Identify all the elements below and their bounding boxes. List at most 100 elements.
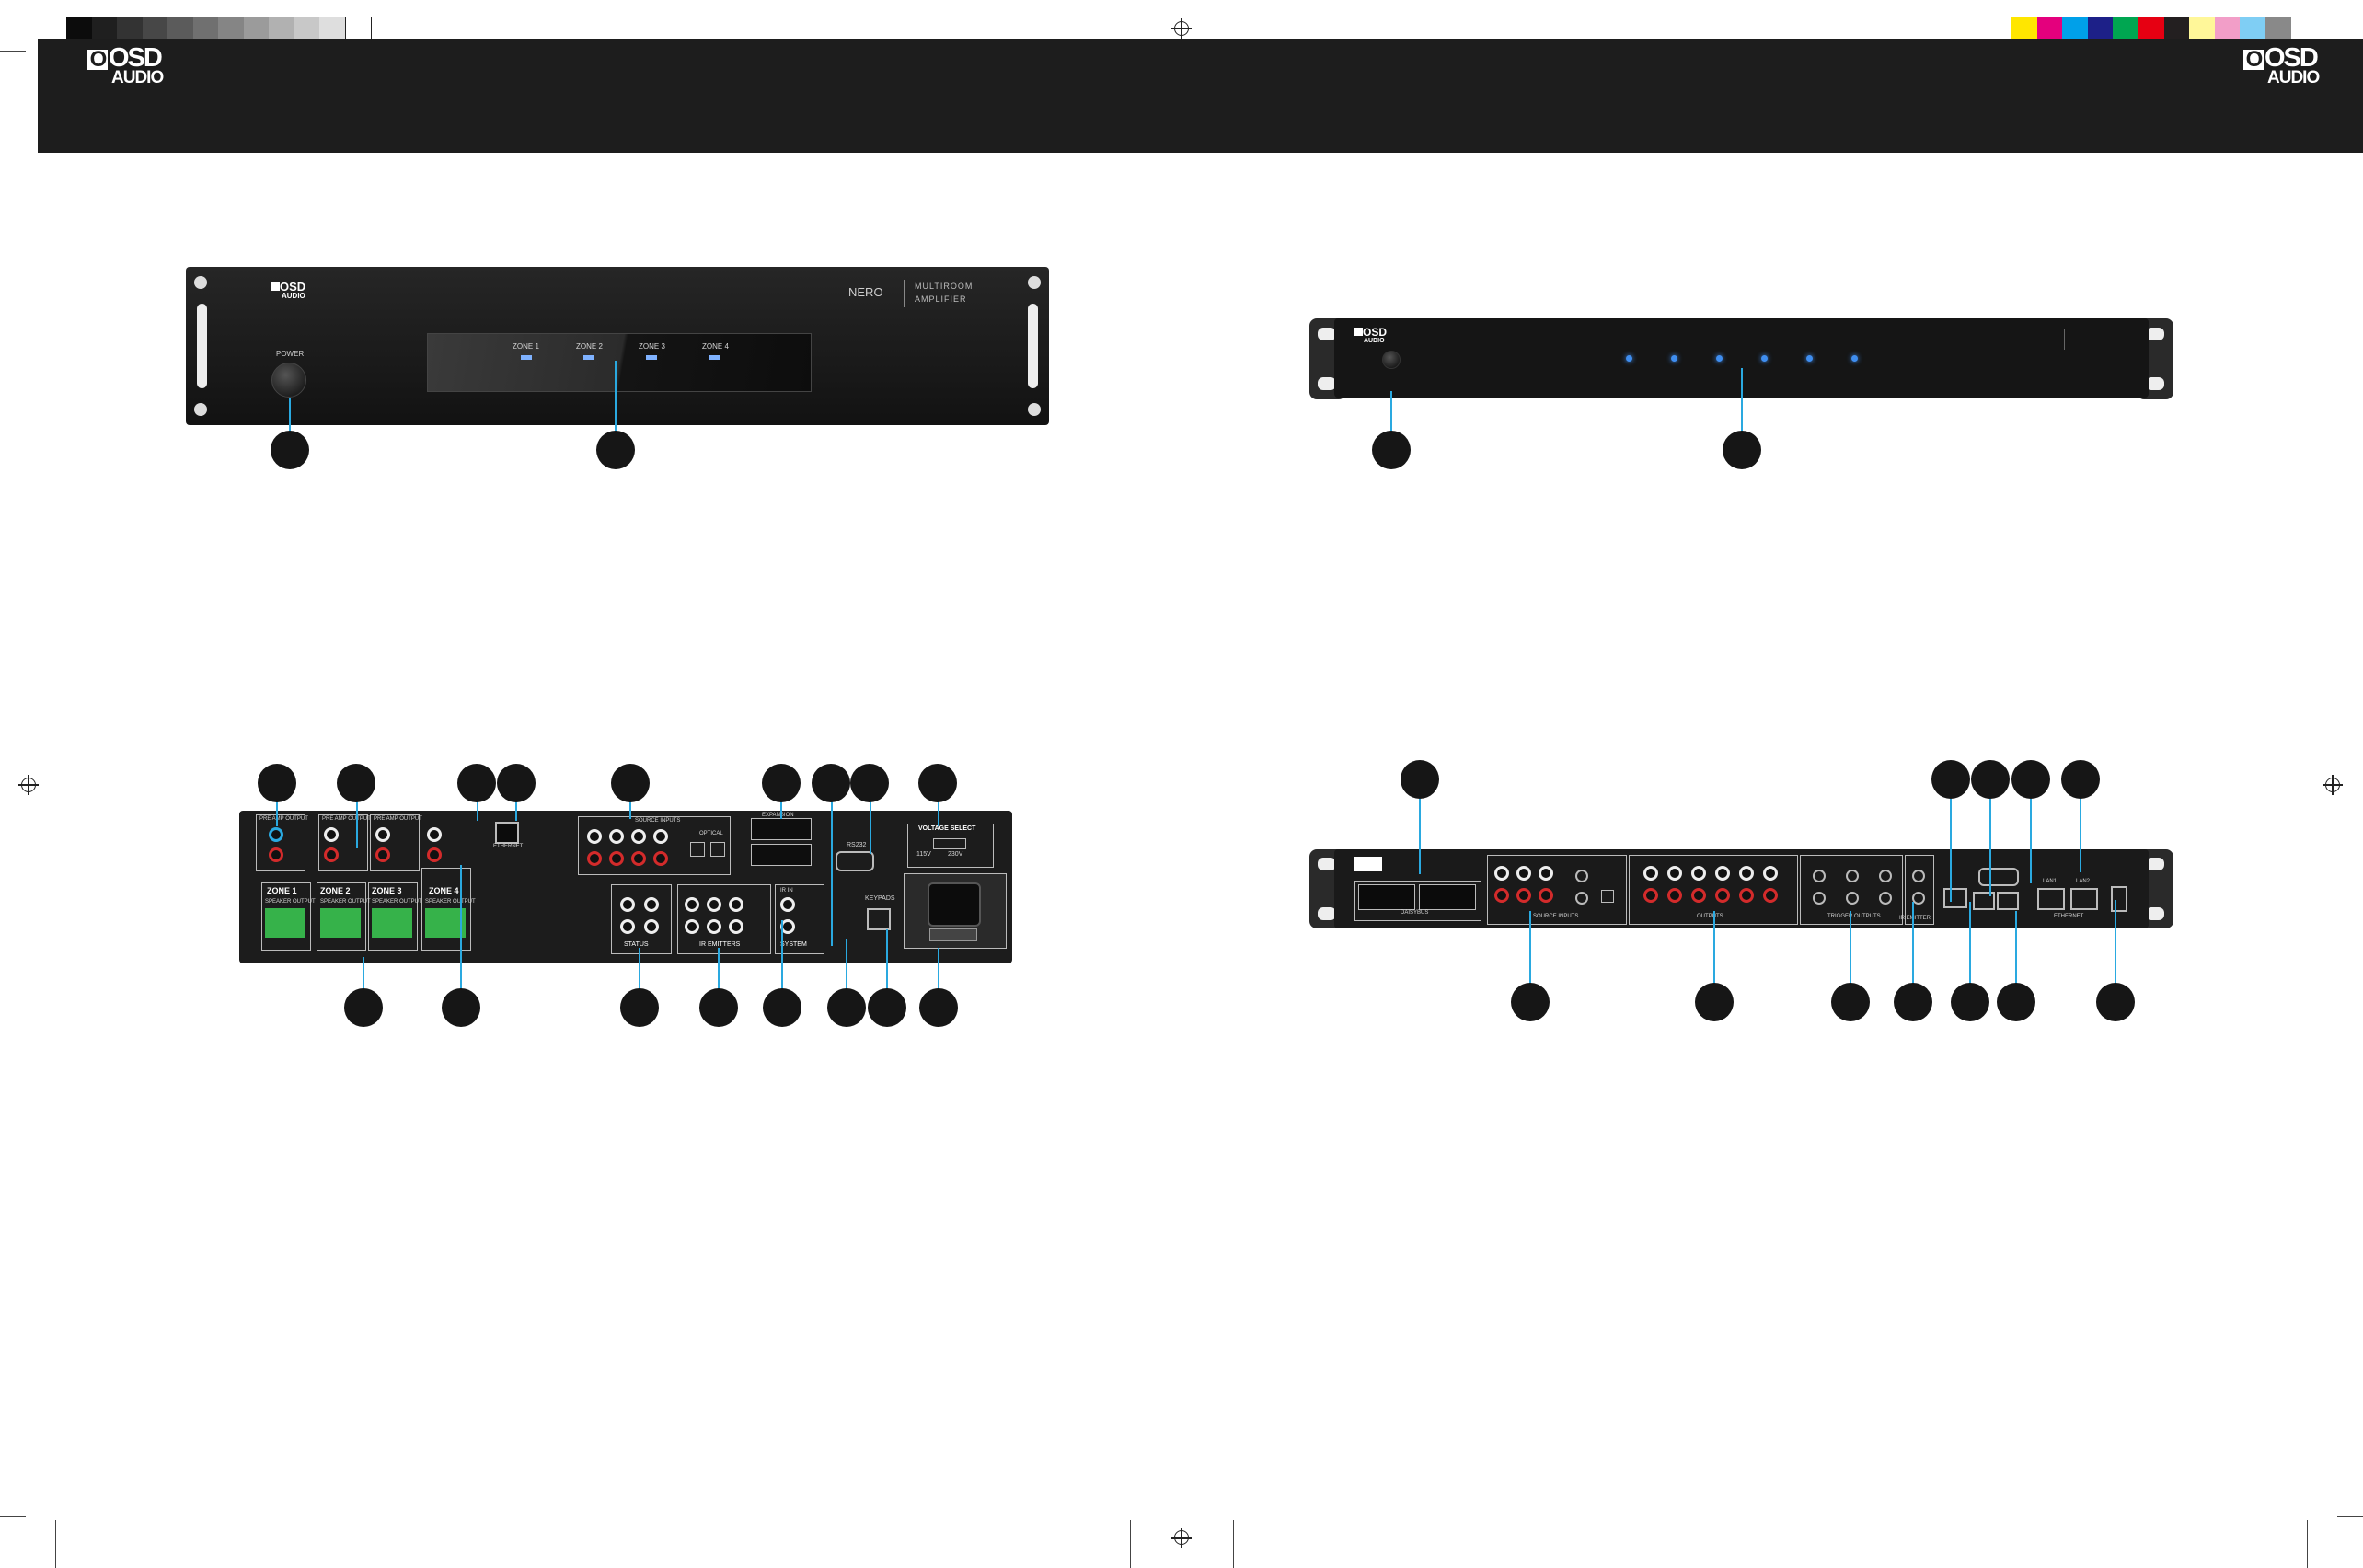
output-rca-right[interactable] (1667, 888, 1682, 903)
speaker-terminal-block[interactable] (265, 908, 305, 938)
logo-mark-icon: O (2243, 49, 2264, 71)
speaker-terminal-block[interactable] (425, 908, 466, 938)
trigger-jack[interactable] (1813, 892, 1826, 905)
pre-amp-rca-right[interactable] (427, 847, 442, 862)
trigger-jack[interactable] (1879, 870, 1892, 882)
trigger-jack[interactable] (1846, 892, 1859, 905)
ir-in-jack[interactable] (780, 897, 795, 912)
output-rca-right[interactable] (1715, 888, 1730, 903)
dc-power-jack[interactable] (2111, 886, 2127, 912)
source-rca-right[interactable] (587, 851, 602, 866)
speaker-output-label: SPEAKER OUTPUT (265, 899, 316, 905)
ir-emitter-jack[interactable] (729, 897, 743, 912)
ir-emitter-jack[interactable] (1912, 892, 1925, 905)
coax-jack[interactable] (1575, 892, 1588, 905)
trigger-jack[interactable] (1813, 870, 1826, 882)
output-rca-left[interactable] (1715, 866, 1730, 881)
speaker-terminal-block[interactable] (320, 908, 361, 938)
output-rca-right[interactable] (1691, 888, 1706, 903)
zone-speaker-box (261, 882, 311, 951)
lan2-port[interactable] (2070, 888, 2098, 910)
source-rca-left[interactable] (631, 829, 646, 844)
trigger-jack[interactable] (1846, 870, 1859, 882)
daisybus-port[interactable] (1419, 884, 1476, 910)
source-rca-left[interactable] (1516, 866, 1531, 881)
output-rca-right[interactable] (1643, 888, 1658, 903)
zone-2-label: ZONE 2 (576, 342, 603, 351)
output-rca-right[interactable] (1739, 888, 1754, 903)
output-rca-left[interactable] (1643, 866, 1658, 881)
lan1-port[interactable] (2037, 888, 2065, 910)
ethernet-port-small[interactable] (1973, 892, 1995, 910)
status-jack[interactable] (620, 897, 635, 912)
ethernet-port-small[interactable] (1997, 892, 2019, 910)
pre-amp-rca-right[interactable] (375, 847, 390, 862)
optical-port[interactable] (1601, 890, 1614, 903)
ir-emitter-jack[interactable] (729, 919, 743, 934)
ir-emitter-jack[interactable] (1912, 870, 1925, 882)
pre-amp-rca-left[interactable] (324, 827, 339, 842)
source-rca-right[interactable] (1494, 888, 1509, 903)
coax-jack[interactable] (1575, 870, 1588, 882)
pre-amp-rca-left[interactable] (427, 827, 442, 842)
source-rca-right[interactable] (1539, 888, 1553, 903)
pre-amp-rca-right[interactable] (324, 847, 339, 862)
source-rca-left[interactable] (587, 829, 602, 844)
pre-amp-rca-left[interactable] (269, 827, 283, 842)
output-rca-left[interactable] (1739, 866, 1754, 881)
keypads-port[interactable] (867, 908, 891, 930)
daisybus-port[interactable] (1358, 884, 1415, 910)
voltage-select-switch[interactable] (933, 838, 966, 849)
callout-leader (356, 799, 358, 848)
status-jack[interactable] (620, 919, 635, 934)
callout-leader (615, 361, 617, 432)
source-rca-right[interactable] (631, 851, 646, 866)
source-rca-left[interactable] (1539, 866, 1553, 881)
source-rca-right[interactable] (609, 851, 624, 866)
source-rca-right[interactable] (653, 851, 668, 866)
source-rca-left[interactable] (609, 829, 624, 844)
trigger-jack[interactable] (1879, 892, 1892, 905)
power-socket[interactable] (928, 882, 981, 927)
gray-swatch (243, 17, 269, 40)
crop-mark (2337, 1516, 2363, 1517)
power-button[interactable] (271, 363, 306, 398)
expansion-port[interactable] (751, 844, 812, 866)
status-led (1761, 355, 1768, 362)
callout-marker (1894, 983, 1932, 1021)
gray-swatch (91, 17, 117, 40)
ir-emitter-jack[interactable] (707, 897, 721, 912)
zone-2-led (583, 355, 594, 360)
ir-emitter-jack[interactable] (685, 897, 699, 912)
logo-audio-text: AUDIO (2267, 68, 2320, 87)
ir-emitter-jack[interactable] (685, 919, 699, 934)
output-rca-right[interactable] (1763, 888, 1778, 903)
expansion-port[interactable] (751, 818, 812, 840)
callout-leader (938, 948, 939, 1007)
optical-port[interactable] (710, 842, 725, 857)
callout-marker (344, 988, 383, 1027)
output-rca-left[interactable] (1667, 866, 1682, 881)
speaker-terminal-block[interactable] (372, 908, 412, 938)
pre-amp-rca-left[interactable] (375, 827, 390, 842)
callout-marker (258, 764, 296, 802)
status-jack[interactable] (644, 919, 659, 934)
power-button[interactable] (1382, 351, 1401, 369)
pre-amp-rca-right[interactable] (269, 847, 283, 862)
front-brand-osd: OSD (1363, 326, 1388, 339)
status-jack[interactable] (644, 897, 659, 912)
output-rca-left[interactable] (1763, 866, 1778, 881)
ethernet-port[interactable] (495, 822, 519, 844)
rs232-port[interactable] (836, 851, 874, 871)
optical-port[interactable] (690, 842, 705, 857)
source-rca-left[interactable] (1494, 866, 1509, 881)
source-rca-left[interactable] (653, 829, 668, 844)
gray-swatch (294, 17, 319, 40)
power-label: POWER (276, 350, 305, 358)
source-rca-right[interactable] (1516, 888, 1531, 903)
ir-emitter-jack[interactable] (707, 919, 721, 934)
fuse-holder[interactable] (929, 928, 977, 941)
output-rca-left[interactable] (1691, 866, 1706, 881)
keypad-port[interactable] (1943, 888, 1967, 908)
rs232-port[interactable] (1978, 868, 2019, 886)
